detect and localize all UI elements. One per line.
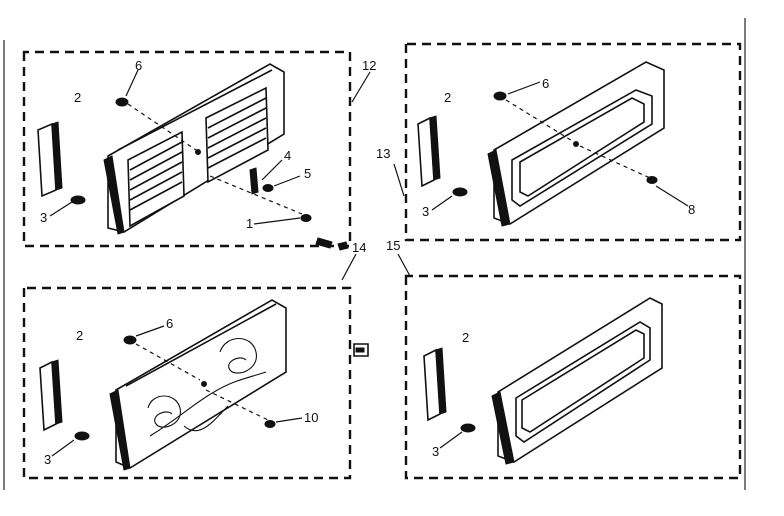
callout-13: 13 [376, 146, 390, 161]
group-box-14 [22, 286, 352, 480]
part-screw-6-top [115, 69, 197, 151]
part-screw-3 [431, 187, 468, 211]
panel-window-cover: 2 3 6 8 13 [376, 42, 742, 242]
part-screw-loose [315, 237, 349, 251]
callout-2: 2 [76, 328, 83, 343]
part-clip-4 [249, 159, 283, 195]
part-side-trim [423, 347, 447, 422]
callout-8: 8 [688, 202, 695, 217]
callout-3: 3 [40, 210, 47, 225]
part-screw-10 [205, 389, 303, 428]
part-side-trim [37, 121, 63, 198]
part-screw-6 [123, 325, 201, 381]
part-screw-3 [49, 195, 86, 217]
leader-15 [397, 253, 411, 277]
part-screw-6 [493, 81, 575, 143]
panel-plain-frame: 2 3 15 [386, 238, 742, 480]
panel-vented-cover: 2 3 6 4 5 1 12 [22, 50, 376, 248]
callout-3: 3 [432, 444, 439, 459]
part-screw-3 [439, 423, 476, 449]
leader-13 [393, 163, 405, 197]
callout-2: 2 [444, 90, 451, 105]
part-frame-panel [491, 297, 663, 465]
callout-3: 3 [422, 204, 429, 219]
part-clip-loose [353, 343, 369, 357]
part-screw-3 [51, 431, 90, 457]
part-decorative-panel [109, 299, 287, 471]
callout-14: 14 [352, 240, 366, 255]
callout-6: 6 [166, 316, 173, 331]
part-side-trim [417, 115, 441, 188]
part-side-trim [39, 359, 63, 432]
group-box-13 [404, 42, 742, 242]
part-screw-5 [262, 175, 301, 192]
leader-12 [351, 71, 371, 103]
callout-1: 1 [246, 216, 253, 231]
callout-2: 2 [462, 330, 469, 345]
part-window-panel [487, 61, 665, 227]
part-screw-1 [209, 175, 312, 225]
callout-6: 6 [135, 58, 142, 73]
part-vented-panel [103, 63, 285, 235]
leader-14 [341, 253, 357, 281]
callout-10: 10 [304, 410, 318, 425]
panel-decorative-cover: 2 3 6 10 14 [22, 237, 369, 480]
callout-6: 6 [542, 76, 549, 91]
callout-5: 5 [304, 166, 311, 181]
callout-3: 3 [44, 452, 51, 467]
part-screw-8 [579, 145, 689, 207]
callout-15: 15 [386, 238, 400, 253]
callout-2: 2 [74, 90, 81, 105]
callout-4: 4 [284, 148, 291, 163]
callout-12: 12 [362, 58, 376, 73]
